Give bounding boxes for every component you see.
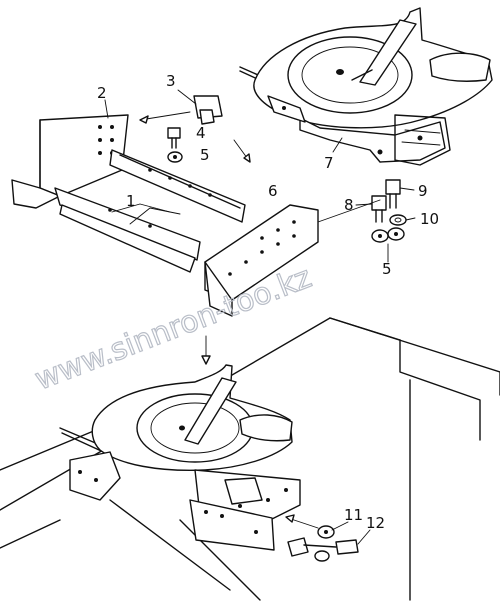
callout-4: 4	[196, 124, 206, 142]
side-plate-part-6	[204, 204, 319, 317]
callout-10: 10	[420, 210, 439, 228]
fifth-wheel-coupling-top	[239, 7, 493, 166]
bolt-part-12	[287, 537, 359, 562]
callout-11: 11	[344, 506, 363, 524]
callout-9: 9	[418, 182, 428, 200]
arrow-head	[139, 115, 149, 124]
callout-1: 1	[126, 192, 136, 210]
callout-3: 3	[166, 72, 176, 90]
nut-part-5-right	[371, 227, 405, 243]
callout-5-top: 5	[200, 146, 210, 164]
callout-6: 6	[268, 182, 278, 200]
callout-12: 12	[366, 514, 385, 532]
callout-7: 7	[324, 154, 334, 172]
arrow-to-plate	[139, 111, 191, 121]
bolt-part-4	[167, 127, 181, 149]
fifth-wheel-coupling-mounted	[59, 364, 301, 551]
callout-2: 2	[97, 84, 107, 102]
bolt-part-9	[385, 179, 401, 209]
washer-part-10	[389, 214, 407, 226]
watermark-text: www.sinnron-too.kz	[30, 260, 316, 398]
bolt-part-8	[371, 195, 387, 223]
bolt-part-11	[317, 525, 335, 539]
callout-labels: 1 2 3 4 5 6 7 8 9 10 5 11 12	[97, 72, 439, 532]
callout-8: 8	[344, 196, 354, 214]
callout-5-right: 5	[382, 260, 392, 278]
nut-part-5-top	[167, 151, 183, 163]
mounting-rails-part-1	[54, 149, 246, 273]
bracket-plate-part-2	[11, 114, 129, 209]
clamp-part-3	[193, 95, 223, 125]
